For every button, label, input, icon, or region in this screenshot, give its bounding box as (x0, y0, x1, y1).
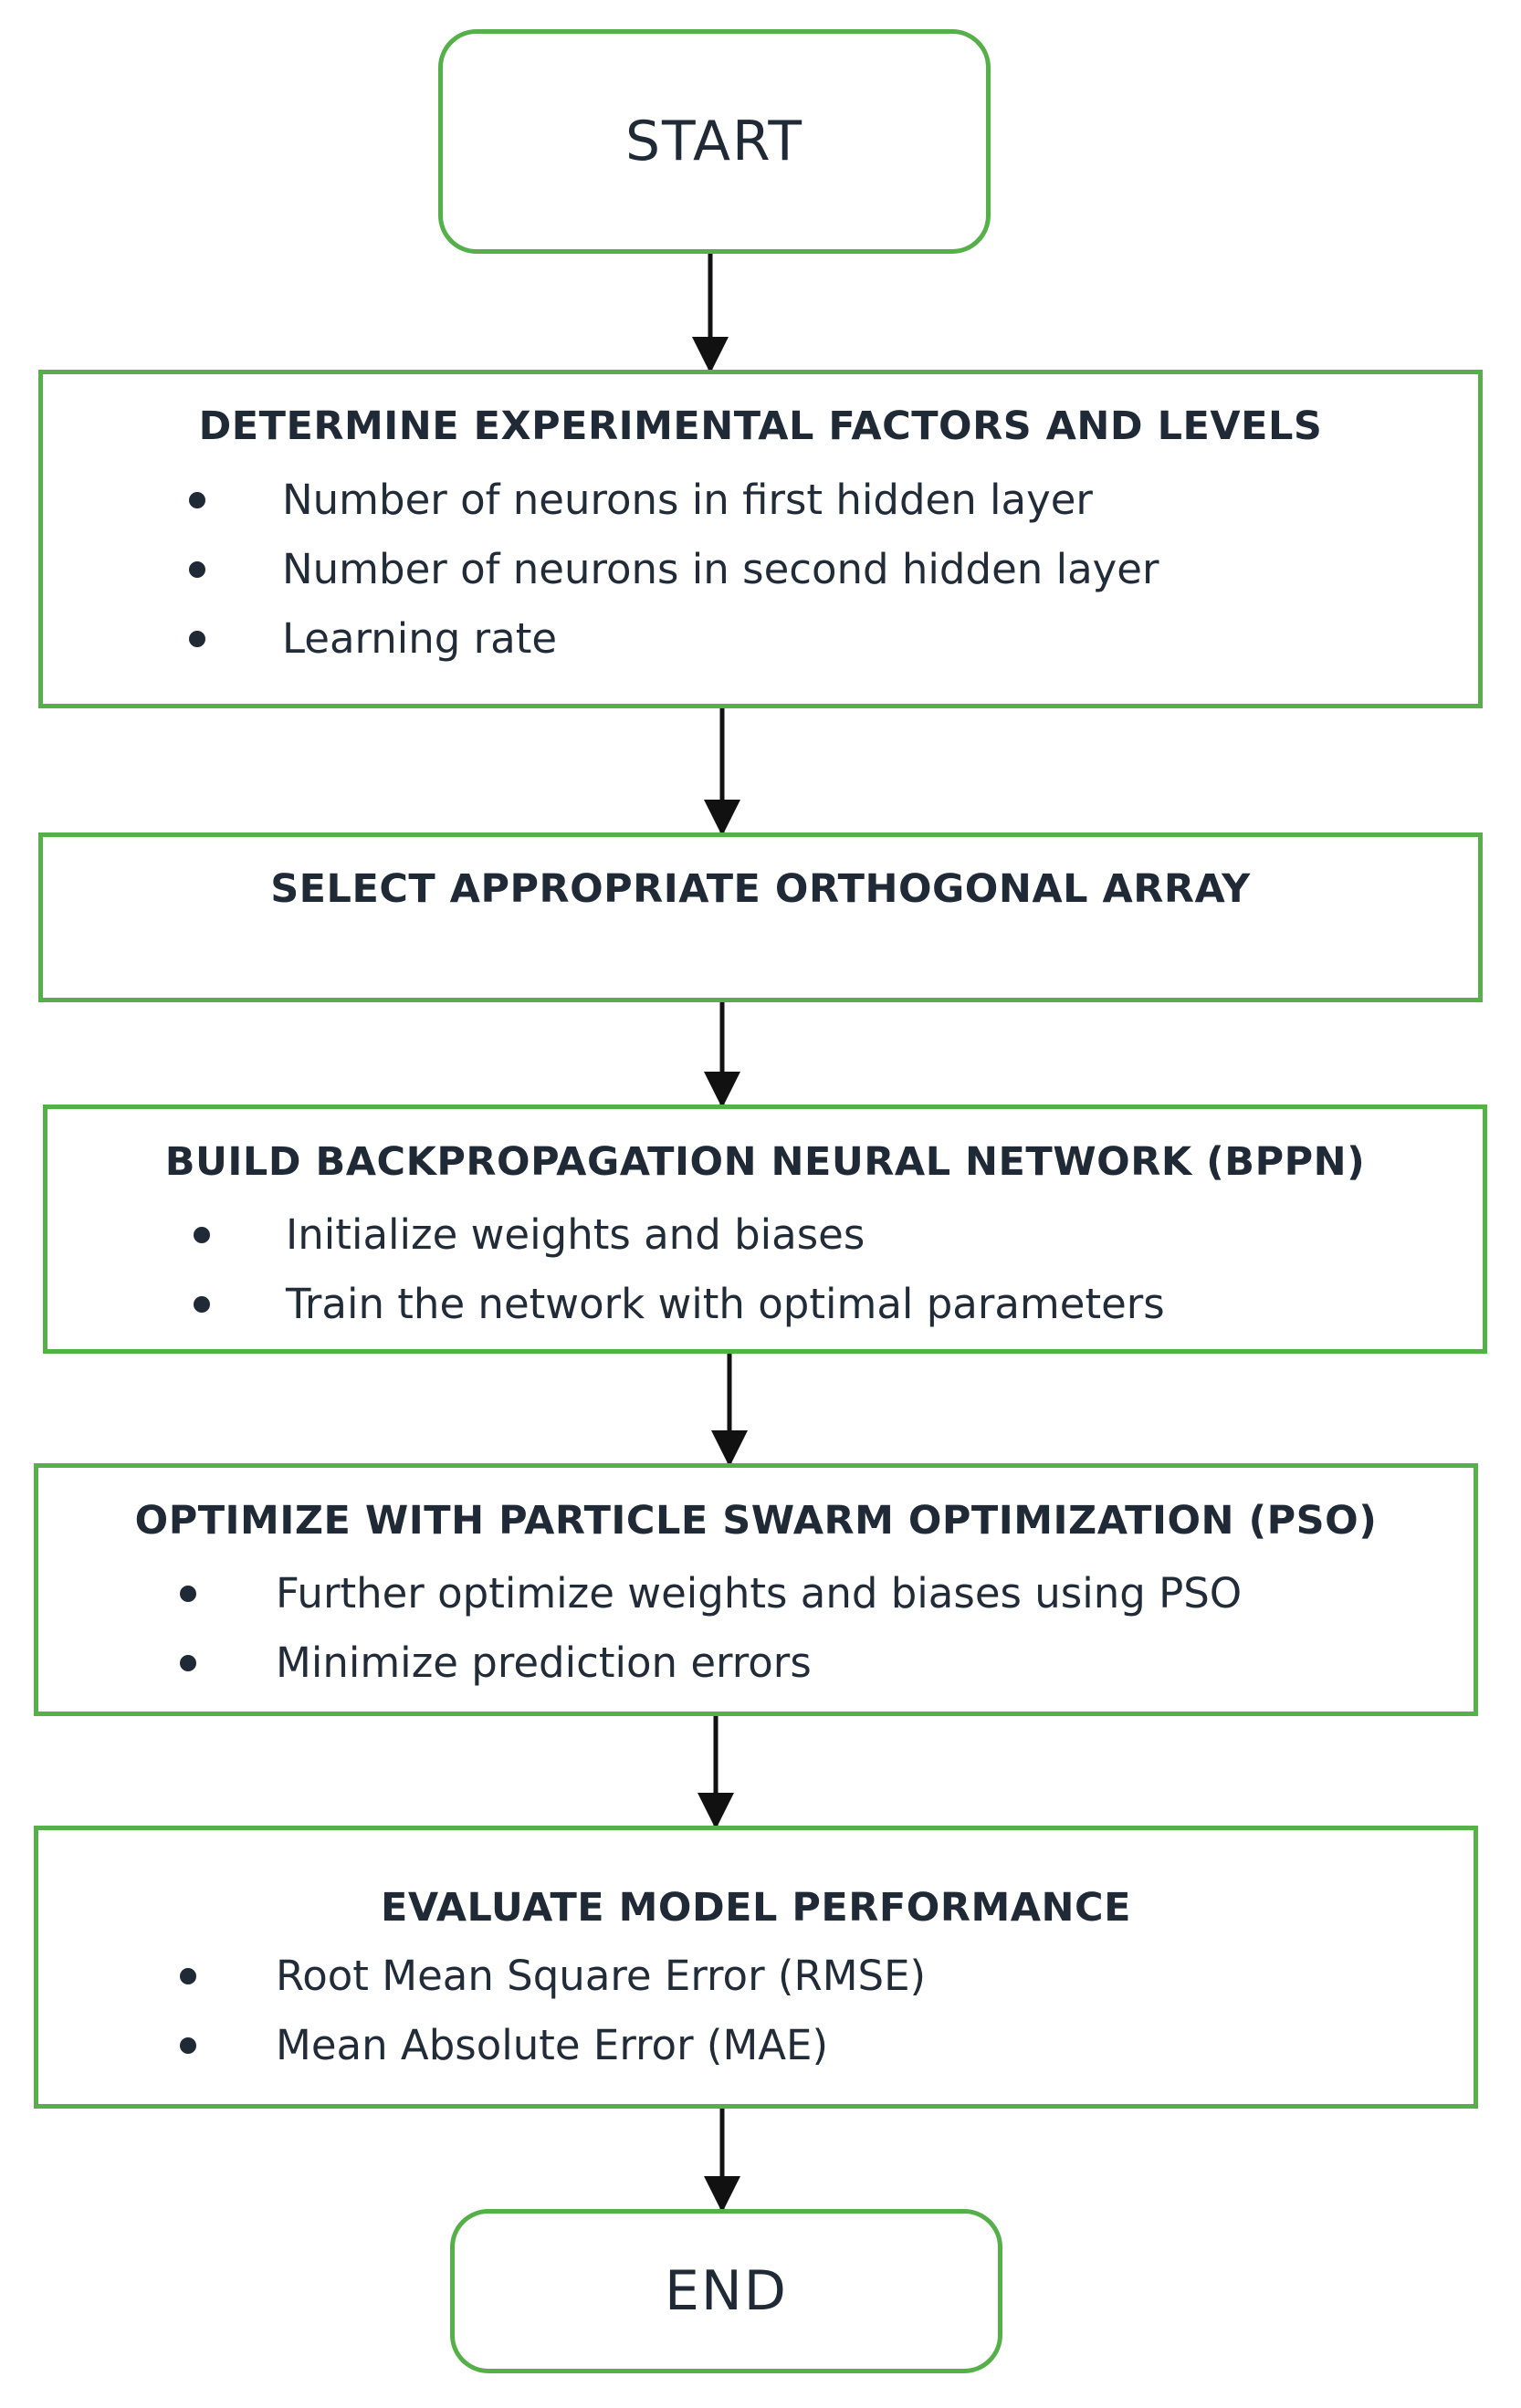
bullet-item: Further optimize weights and biases usin… (38, 1559, 1474, 1628)
bullet-item: Mean Absolute Error (MAE) (38, 2011, 1474, 2080)
bullet-item: Number of neurons in second hidden layer (43, 535, 1478, 604)
bullet-text: Initialize weights and biases (286, 1210, 865, 1259)
start-label: START (624, 110, 804, 173)
start-node: START (438, 29, 991, 254)
end-label: END (665, 2259, 788, 2323)
bullet-dot-icon (194, 1227, 210, 1243)
bullet-dot-icon (189, 492, 205, 508)
bullet-text: Further optimize weights and biases usin… (276, 1569, 1243, 1618)
step-determine-factors: DETERMINE EXPERIMENTAL FACTORS AND LEVEL… (38, 370, 1483, 708)
step-evaluate-performance: EVALUATE MODEL PERFORMANCE Root Mean Squ… (34, 1826, 1478, 2109)
step-3-title: BUILD BACKPROPAGATION NEURAL NETWORK (BP… (164, 1139, 1366, 1185)
bullet-text: Minimize prediction errors (276, 1638, 812, 1687)
step-4-bullets: Further optimize weights and biases usin… (38, 1559, 1474, 1698)
step-4-title: OPTIMIZE WITH PARTICLE SWARM OPTIMIZATIO… (134, 1498, 1378, 1544)
bullet-item: Minimize prediction errors (38, 1628, 1474, 1698)
bullet-text: Learning rate (282, 614, 558, 663)
step-1-bullets: Number of neurons in first hidden layer … (43, 466, 1478, 674)
bullet-dot-icon (189, 561, 205, 578)
step-3-bullets: Initialize weights and biases Train the … (47, 1200, 1483, 1339)
bullet-dot-icon (180, 1968, 196, 1984)
step-5-title: EVALUATE MODEL PERFORMANCE (381, 1885, 1131, 1931)
bullet-dot-icon (180, 2037, 196, 2054)
step-optimize-pso: OPTIMIZE WITH PARTICLE SWARM OPTIMIZATIO… (34, 1463, 1478, 1716)
step-5-bullets: Root Mean Square Error (RMSE) Mean Absol… (38, 1942, 1474, 2080)
bullet-text: Mean Absolute Error (MAE) (276, 2021, 829, 2069)
bullet-text: Number of neurons in first hidden layer (282, 476, 1093, 524)
end-node: END (450, 2209, 1002, 2373)
bullet-item: Initialize weights and biases (47, 1200, 1483, 1270)
bullet-dot-icon (180, 1586, 196, 1602)
bullet-dot-icon (194, 1296, 210, 1313)
step-1-title: DETERMINE EXPERIMENTAL FACTORS AND LEVEL… (198, 403, 1323, 449)
bullet-dot-icon (180, 1655, 196, 1671)
step-2-title: SELECT APPROPRIATE ORTHOGONAL ARRAY (270, 866, 1251, 912)
bullet-text: Train the network with optimal parameter… (286, 1280, 1165, 1328)
bullet-item: Train the network with optimal parameter… (47, 1270, 1483, 1339)
bullet-dot-icon (189, 631, 205, 647)
bullet-text: Root Mean Square Error (RMSE) (276, 1952, 927, 2000)
step-build-bppn: BUILD BACKPROPAGATION NEURAL NETWORK (BP… (43, 1105, 1487, 1354)
bullet-text: Number of neurons in second hidden layer (282, 545, 1159, 593)
bullet-item: Number of neurons in first hidden layer (43, 466, 1478, 535)
bullet-item: Root Mean Square Error (RMSE) (38, 1942, 1474, 2011)
step-select-array: SELECT APPROPRIATE ORTHOGONAL ARRAY (38, 832, 1483, 1002)
bullet-item: Learning rate (43, 604, 1478, 674)
